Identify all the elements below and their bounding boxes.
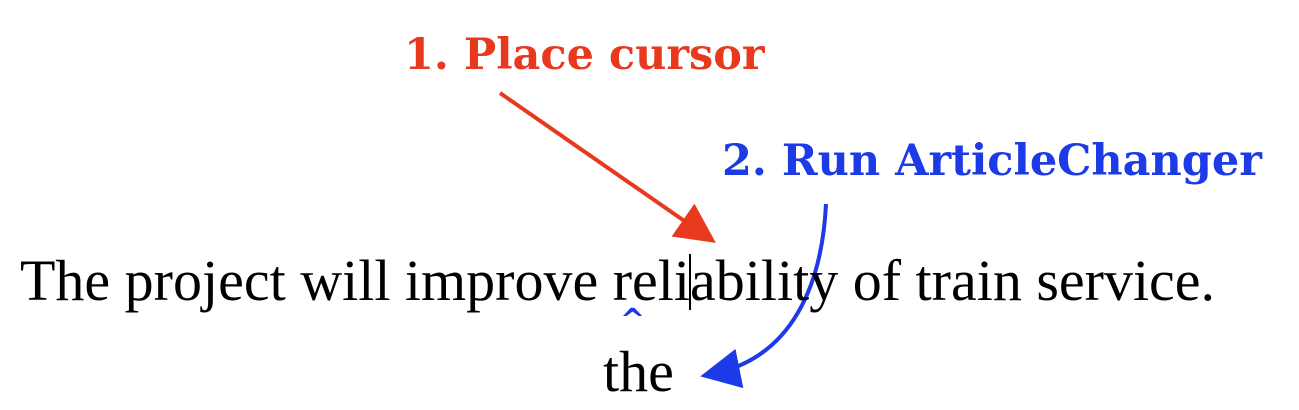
place-cursor-arrow (498, 91, 716, 243)
step-2-label: 2. Run ArticleChanger (722, 136, 1262, 186)
step-1-label: 1. Place cursor (404, 30, 765, 80)
inserted-article: the (603, 339, 674, 404)
sentence-before-cursor: The project will improve reli (20, 248, 691, 313)
run-changer-arrow (700, 203, 828, 389)
sentence-text: The project will improve reliability of … (20, 252, 1215, 310)
insertion-caret-icon: ^ (620, 303, 646, 338)
text-cursor (689, 254, 692, 310)
sentence-after-cursor: ability of train service. (690, 248, 1216, 313)
